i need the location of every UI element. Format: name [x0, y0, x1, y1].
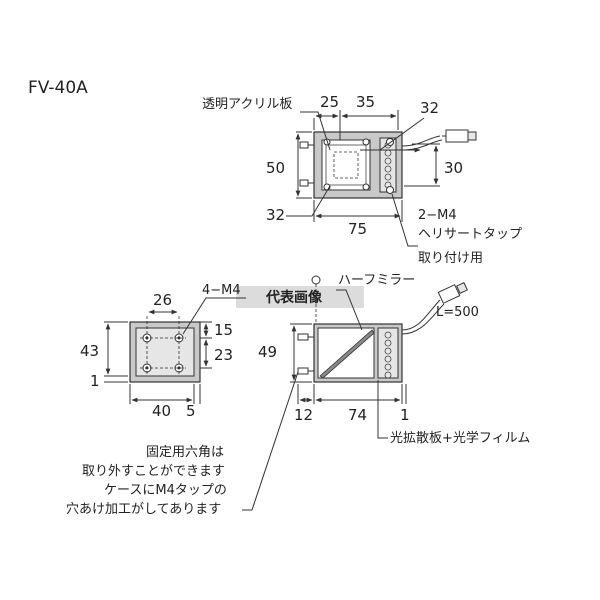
screw-icon: [362, 183, 370, 191]
acrylic-window: [321, 139, 371, 191]
dim-25: 25: [320, 93, 339, 111]
hex-standoff-note: 固定用六角は 取り外すことができます ケースにM4タップの 穴あけ加工がしてあり…: [66, 371, 299, 517]
dim-32-bottom: 32: [266, 206, 285, 224]
note-line-3: ケースにM4タップの: [104, 483, 227, 498]
mount-tap-icon: [386, 186, 394, 194]
label-tap-purpose: 取り付け用: [418, 251, 483, 266]
representative-image-banner: [236, 286, 364, 308]
label-4m4: 4−M4: [202, 283, 241, 298]
dim-12: 12: [294, 406, 313, 424]
connector-icon: [437, 284, 461, 304]
note-line-4: 穴あけ加工がしてあります: [66, 502, 221, 517]
dim-26: 26: [153, 291, 172, 309]
dim-50: 50: [266, 159, 285, 177]
dim-30: 30: [444, 159, 463, 177]
label-tap-type: ヘリサートタップ: [418, 227, 522, 242]
dim-40: 40: [152, 402, 171, 420]
connector-icon: [445, 129, 469, 143]
dim-23: 23: [214, 346, 233, 364]
dim-74: 74: [348, 406, 367, 424]
side-view: 代表画像 ハーフミラー L=500 49: [236, 273, 530, 446]
label-tap-count: 2−M4: [418, 208, 457, 223]
model-title: FV-40A: [28, 78, 88, 98]
dim-1-side: 1: [400, 406, 410, 424]
note-line-2: 取り外すことができます: [82, 464, 225, 479]
screw-icon: [362, 138, 370, 146]
note-line-1: 固定用六角は: [146, 445, 224, 460]
dim-75: 75: [348, 220, 367, 238]
dim-35: 35: [356, 93, 375, 111]
dim-1-end: 1: [90, 372, 100, 390]
dim-43: 43: [80, 342, 99, 360]
label-half-mirror: ハーフミラー: [338, 273, 415, 288]
label-acrylic: 透明アクリル板: [202, 97, 292, 112]
dim-15: 15: [214, 321, 233, 339]
dim-32-top: 32: [420, 99, 439, 117]
dim-5: 5: [186, 402, 196, 420]
dim-49: 49: [258, 343, 277, 361]
end-view: 26 4−M4 15 23 43 1 40 5: [80, 283, 246, 420]
top-view: 25 35 透明アクリル板 32 50 30 32 75 2−M4 ヘリサートタ…: [202, 93, 522, 266]
label-diffuser: 光拡散板+光学フィルム: [390, 430, 530, 446]
label-representative-image: 代表画像: [265, 289, 323, 306]
half-mirror: [319, 329, 375, 379]
label-cable-length: L=500: [436, 305, 479, 320]
